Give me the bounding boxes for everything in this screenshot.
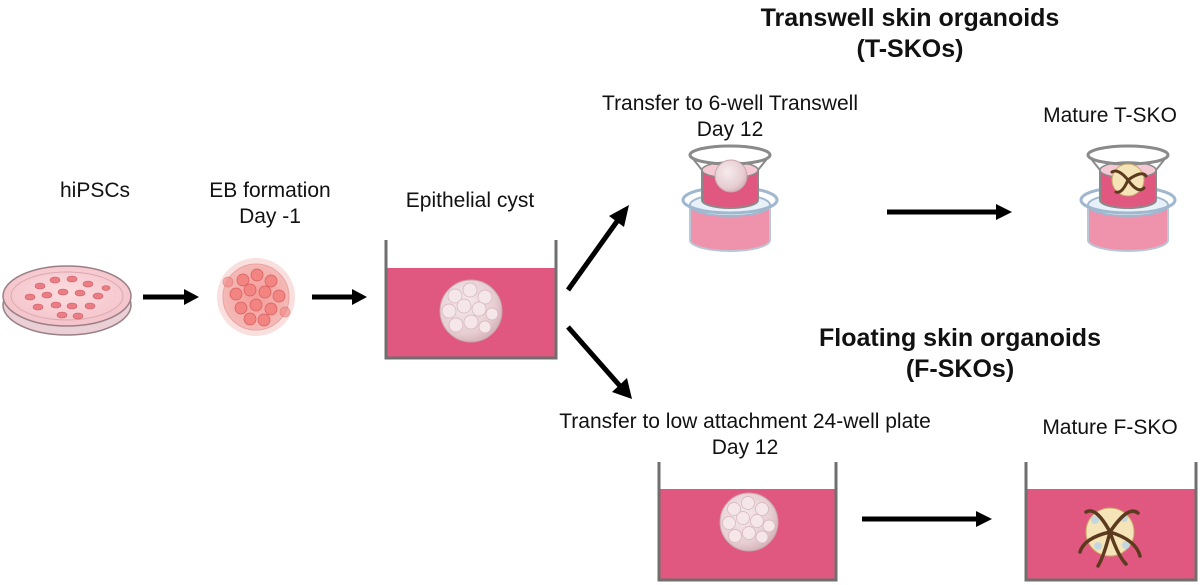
- skin-organoid-icon: [1078, 507, 1142, 568]
- arrow-cyst-to-transwell: [565, 205, 629, 292]
- epithelial-cyst-label: Epithelial cyst: [405, 189, 535, 212]
- transwell-title-line2: (T-SKOs): [856, 35, 964, 63]
- mature-tsko-label: Mature T-SKO: [1043, 104, 1177, 127]
- transwell-insert-icon: [681, 144, 779, 252]
- arrow-eb-to-cyst: [312, 289, 367, 305]
- mature-fsko-beaker-icon: [1024, 462, 1198, 582]
- floating-title-line2: (F-SKOs): [905, 355, 1015, 383]
- transwell-transfer-line1: Transfer to 6-well Transwell: [602, 92, 858, 115]
- cyst-beaker-icon: [384, 240, 558, 360]
- cyst-icon: [719, 492, 779, 552]
- arrow-cyst-to-floating: [566, 325, 632, 399]
- cyst-icon: [439, 279, 503, 343]
- eb-formation-label: EB formation Day -1: [180, 178, 360, 230]
- embryoid-body-icon: [217, 258, 295, 336]
- mature-tsko-icon: [1079, 144, 1177, 252]
- mature-fsko-label: Mature F-SKO: [1042, 416, 1178, 439]
- hipscs-label: hiPSCs: [59, 179, 131, 202]
- low-attachment-transfer-line2: Day 12: [711, 436, 779, 459]
- transwell-title-line1: Transwell skin organoids: [760, 4, 1060, 32]
- arrow-transwell-to-mature: [887, 204, 1012, 220]
- eb-formation-line2: Day -1: [239, 205, 301, 228]
- petri-dish-icon: [2, 265, 132, 336]
- low-attachment-beaker-icon: [657, 462, 838, 582]
- arrow-dish-to-eb: [143, 289, 199, 305]
- eb-formation-line1: EB formation: [209, 179, 331, 202]
- transwell-title: Transwell skin organoids (T-SKOs): [720, 3, 1100, 65]
- floating-title-line1: Floating skin organoids: [819, 324, 1101, 352]
- arrow-floating-to-mature: [862, 511, 992, 527]
- low-attachment-transfer-label: Transfer to low attachment 24-well plate…: [510, 409, 980, 461]
- low-attachment-transfer-line1: Transfer to low attachment 24-well plate: [559, 410, 931, 433]
- transwell-transfer-line2: Day 12: [696, 118, 764, 141]
- floating-title: Floating skin organoids (F-SKOs): [760, 323, 1160, 385]
- transwell-transfer-label: Transfer to 6-well Transwell Day 12: [560, 91, 900, 143]
